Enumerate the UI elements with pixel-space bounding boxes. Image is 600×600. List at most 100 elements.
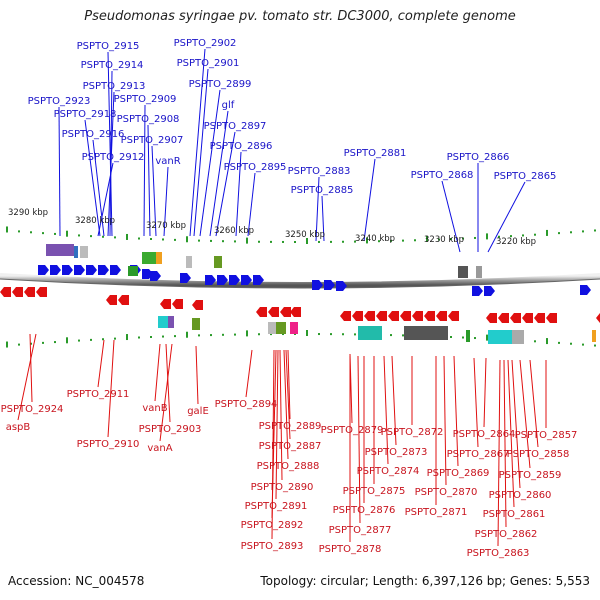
feature-block[interactable] xyxy=(488,330,512,344)
reverse-gene[interactable] xyxy=(256,307,267,317)
feature-block[interactable] xyxy=(168,316,174,328)
gene-label[interactable]: PSPTO_2870 xyxy=(415,487,478,498)
gene-label[interactable]: PSPTO_2863 xyxy=(467,548,530,559)
gene-label[interactable]: PSPTO_2908 xyxy=(117,114,180,125)
forward-gene[interactable] xyxy=(150,271,161,281)
forward-gene[interactable] xyxy=(98,265,109,275)
forward-gene[interactable] xyxy=(86,265,97,275)
gene-label[interactable]: PSPTO_2888 xyxy=(257,461,320,472)
feature-block[interactable] xyxy=(458,266,468,278)
gene-label[interactable]: PSPTO_2899 xyxy=(189,79,252,90)
reverse-gene[interactable] xyxy=(352,311,363,321)
gene-label[interactable]: PSPTO_2858 xyxy=(507,449,570,460)
forward-gene[interactable] xyxy=(205,275,216,285)
feature-block[interactable] xyxy=(592,330,596,342)
feature-block[interactable] xyxy=(74,246,78,258)
feature-block[interactable] xyxy=(214,256,222,268)
feature-block[interactable] xyxy=(192,318,200,330)
gene-label[interactable]: PSPTO_2923 xyxy=(28,96,91,107)
reverse-gene[interactable] xyxy=(534,313,545,323)
gene-label[interactable]: PSPTO_2874 xyxy=(357,466,420,477)
gene-label[interactable]: PSPTO_2901 xyxy=(177,58,240,69)
gene-label[interactable]: PSPTO_2889 xyxy=(259,421,322,432)
feature-block[interactable] xyxy=(358,326,382,340)
gene-label[interactable]: PSPTO_2893 xyxy=(241,541,304,552)
gene-label[interactable]: PSPTO_2878 xyxy=(319,544,382,555)
gene-label[interactable]: PSPTO_2916 xyxy=(62,129,125,140)
forward-gene[interactable] xyxy=(110,265,121,275)
forward-gene[interactable] xyxy=(62,265,73,275)
reverse-gene[interactable] xyxy=(268,307,279,317)
gene-label[interactable]: PSPTO_2873 xyxy=(365,447,428,458)
gene-label[interactable]: PSPTO_2868 xyxy=(411,170,474,181)
feature-block[interactable] xyxy=(142,252,156,264)
reverse-gene[interactable] xyxy=(522,313,533,323)
forward-gene[interactable] xyxy=(217,275,228,285)
gene-label[interactable]: PSPTO_2914 xyxy=(81,60,144,71)
gene-label[interactable]: PSPTO_2890 xyxy=(251,482,314,493)
gene-label[interactable]: PSPTO_2869 xyxy=(427,468,490,479)
gene-label[interactable]: PSPTO_2875 xyxy=(343,486,406,497)
forward-gene[interactable] xyxy=(74,265,85,275)
gene-label[interactable]: PSPTO_2891 xyxy=(245,501,308,512)
forward-gene[interactable] xyxy=(229,275,240,285)
gene-label[interactable]: PSPTO_2909 xyxy=(114,94,177,105)
gene-label[interactable]: PSPTO_2887 xyxy=(259,441,322,452)
reverse-gene[interactable] xyxy=(118,295,129,305)
gene-label[interactable]: aspB xyxy=(6,422,31,433)
gene-label[interactable]: PSPTO_2885 xyxy=(291,185,354,196)
reverse-gene[interactable] xyxy=(486,313,497,323)
gene-label[interactable]: PSPTO_2876 xyxy=(333,505,396,516)
forward-gene[interactable] xyxy=(253,275,264,285)
reverse-gene[interactable] xyxy=(160,299,171,309)
gene-label[interactable]: PSPTO_2897 xyxy=(204,121,267,132)
reverse-gene[interactable] xyxy=(172,299,183,309)
feature-block[interactable] xyxy=(156,252,162,264)
forward-gene[interactable] xyxy=(312,280,323,290)
reverse-gene[interactable] xyxy=(424,311,435,321)
gene-label[interactable]: PSPTO_2902 xyxy=(174,38,237,49)
reverse-gene[interactable] xyxy=(388,311,399,321)
gene-label[interactable]: PSPTO_2912 xyxy=(82,152,145,163)
gene-label[interactable]: PSPTO_2924 xyxy=(1,404,64,415)
feature-block[interactable] xyxy=(268,322,276,334)
gene-label[interactable]: PSPTO_2911 xyxy=(67,389,130,400)
forward-gene[interactable] xyxy=(50,265,61,275)
feature-block[interactable] xyxy=(80,246,88,258)
gene-label[interactable]: vanA xyxy=(147,443,172,454)
gene-label[interactable]: galE xyxy=(187,406,209,417)
reverse-gene[interactable] xyxy=(192,300,203,310)
gene-label[interactable]: PSPTO_2915 xyxy=(77,41,140,52)
forward-gene[interactable] xyxy=(484,286,495,296)
reverse-gene[interactable] xyxy=(436,311,447,321)
forward-gene[interactable] xyxy=(180,273,191,283)
forward-gene[interactable] xyxy=(472,286,483,296)
gene-label[interactable]: PSPTO_2879 xyxy=(321,425,384,436)
reverse-gene[interactable] xyxy=(12,287,23,297)
gene-label[interactable]: PSPTO_2881 xyxy=(344,148,407,159)
gene-label[interactable]: PSPTO_2907 xyxy=(121,135,184,146)
gene-label[interactable]: PSPTO_2866 xyxy=(447,152,510,163)
feature-block[interactable] xyxy=(404,326,448,340)
gene-label[interactable]: PSPTO_2892 xyxy=(241,520,304,531)
gene-label[interactable]: PSPTO_2910 xyxy=(77,439,140,450)
reverse-gene[interactable] xyxy=(400,311,411,321)
reverse-gene[interactable] xyxy=(498,313,509,323)
reverse-gene[interactable] xyxy=(280,307,291,317)
gene-label[interactable]: PSPTO_2896 xyxy=(210,141,273,152)
forward-gene[interactable] xyxy=(324,280,335,290)
feature-block[interactable] xyxy=(276,322,286,334)
gene-label[interactable]: PSPTO_2894 xyxy=(215,399,278,410)
gene-label[interactable]: glf xyxy=(222,100,235,111)
gene-label[interactable]: PSPTO_2865 xyxy=(494,171,557,182)
gene-label[interactable]: PSPTO_2857 xyxy=(515,430,578,441)
gene-label[interactable]: PSPTO_2913 xyxy=(83,81,146,92)
reverse-gene[interactable] xyxy=(412,311,423,321)
gene-label[interactable]: vanB xyxy=(142,403,167,414)
reverse-gene[interactable] xyxy=(340,311,351,321)
gene-label[interactable]: PSPTO_2859 xyxy=(499,470,562,481)
gene-label[interactable]: PSPTO_2877 xyxy=(329,525,392,536)
gene-label[interactable]: PSPTO_2867 xyxy=(447,449,510,460)
reverse-gene[interactable] xyxy=(364,311,375,321)
gene-label[interactable]: PSPTO_2864 xyxy=(453,429,516,440)
